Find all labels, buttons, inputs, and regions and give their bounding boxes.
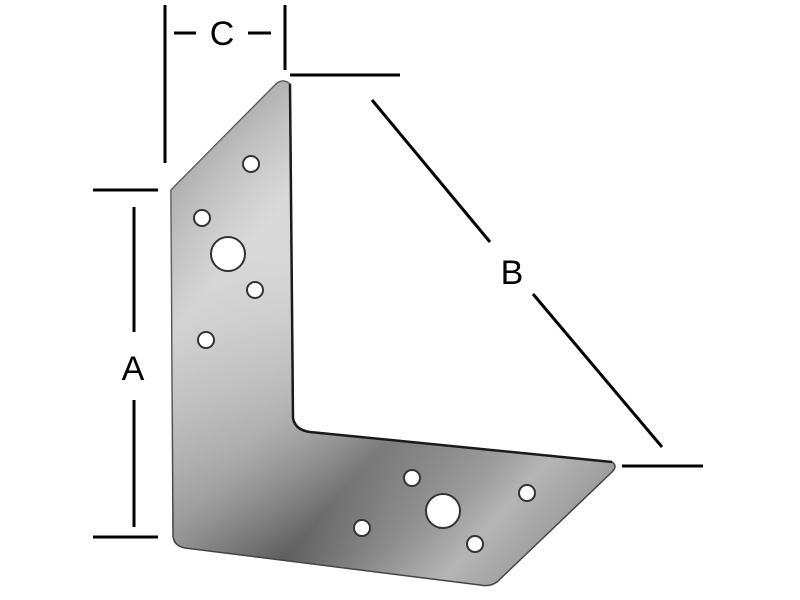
dimension-label-b: B xyxy=(501,254,524,292)
dimension-label-c: C xyxy=(210,15,235,53)
hole xyxy=(197,331,215,349)
hole xyxy=(242,155,260,173)
hole xyxy=(425,493,461,529)
hole xyxy=(353,519,371,537)
dimension-b: B xyxy=(290,73,703,468)
dimension-c: C xyxy=(163,5,287,163)
bracket-holes xyxy=(193,155,536,553)
dimension-a: A xyxy=(93,188,158,539)
hole xyxy=(210,236,246,272)
hole xyxy=(246,281,264,299)
bracket xyxy=(170,80,616,587)
hole xyxy=(193,209,211,227)
hole xyxy=(466,535,484,553)
hole xyxy=(518,484,536,502)
dimension-label-a: A xyxy=(122,350,145,388)
hole xyxy=(403,469,421,487)
